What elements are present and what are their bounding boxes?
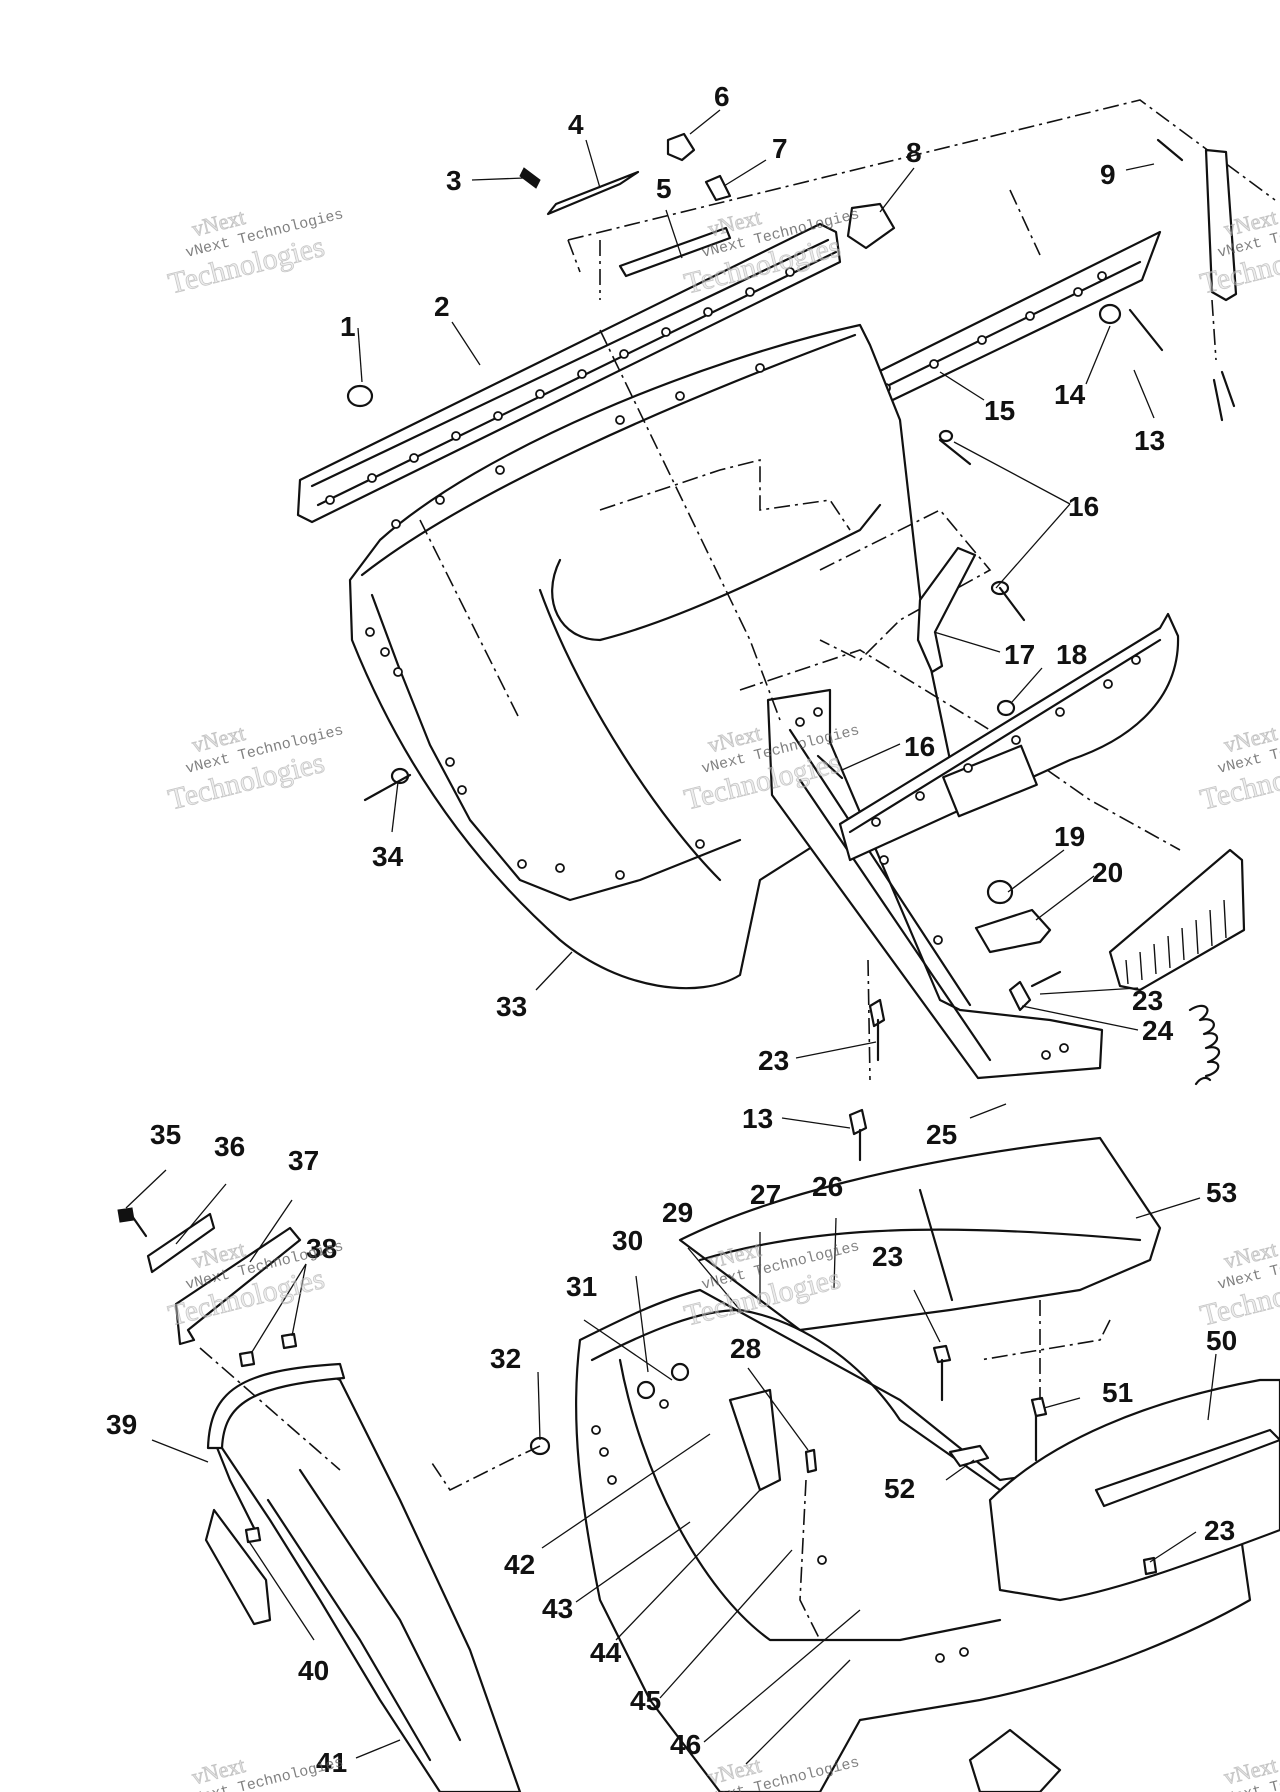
callout-44: 44 xyxy=(590,1637,622,1668)
callout-45: 45 xyxy=(630,1685,661,1716)
callout-52: 52 xyxy=(884,1473,915,1504)
assembly-line-lower-b xyxy=(799,1479,821,1641)
callout-42: 42 xyxy=(504,1549,535,1580)
callout-40: 40 xyxy=(298,1655,329,1686)
upper-assembly xyxy=(296,99,1276,1162)
leader-lines xyxy=(125,109,1217,1765)
part-2-rail xyxy=(296,222,842,524)
callout-29: 29 xyxy=(662,1197,693,1228)
callout-36: 36 xyxy=(214,1131,245,1162)
callouts: 1 2 3 4 5 6 7 8 9 13 14 15 16 16 17 18 1… xyxy=(106,81,1237,1778)
callout-28: 28 xyxy=(730,1333,761,1364)
lower-fasteners xyxy=(117,1207,1158,1576)
assembly-line-mid xyxy=(599,240,781,721)
callout-1: 1 xyxy=(340,311,356,342)
callout-23a: 23 xyxy=(1132,985,1163,1016)
assembly-line-13 xyxy=(867,959,871,1081)
assembly-line-lower-c xyxy=(979,1300,1111,1400)
callout-14: 14 xyxy=(1054,379,1086,410)
callout-39: 39 xyxy=(106,1409,137,1440)
callout-2: 2 xyxy=(434,291,450,322)
assembly-line-lower-a xyxy=(199,1347,541,1492)
inner-outline-a xyxy=(599,458,851,531)
callout-4: 4 xyxy=(568,109,584,140)
footplate xyxy=(968,1728,1062,1792)
assembly-line-9 xyxy=(1211,299,1217,361)
upper-fasteners xyxy=(346,132,1238,1162)
callout-34: 34 xyxy=(372,841,404,872)
part-19-cap xyxy=(986,879,1014,905)
callout-9: 9 xyxy=(1100,159,1116,190)
callout-13b: 13 xyxy=(742,1103,773,1134)
callout-6: 6 xyxy=(714,81,730,112)
callout-16b: 16 xyxy=(904,731,935,762)
part-5-strip xyxy=(618,226,732,278)
callout-30: 30 xyxy=(612,1225,643,1256)
callout-16a: 16 xyxy=(1068,491,1099,522)
callout-32: 32 xyxy=(490,1343,521,1374)
callout-3: 3 xyxy=(446,165,462,196)
callout-37: 37 xyxy=(288,1145,319,1176)
callout-25: 25 xyxy=(926,1119,957,1150)
inner-outline-c xyxy=(739,649,1181,851)
callout-23d: 23 xyxy=(1204,1515,1235,1546)
part-39-bar xyxy=(204,1362,346,1626)
part-37-bracket xyxy=(174,1226,302,1346)
watermark-3: vNext vNext Technologies Technologies xyxy=(1197,204,1280,301)
callout-26: 26 xyxy=(812,1171,843,1202)
callout-17: 17 xyxy=(1004,639,1035,670)
callout-43: 43 xyxy=(542,1593,573,1624)
callout-19: 19 xyxy=(1054,821,1085,852)
callout-38: 38 xyxy=(306,1233,337,1264)
watermark-6: vNext vNext Technologies Technologies xyxy=(1197,720,1280,817)
watermark-9: vNext vNext Technologies Technologies xyxy=(1197,1236,1280,1333)
watermark-12: vNext vNext Technologies xyxy=(1216,1752,1280,1792)
lower-assembly xyxy=(117,1136,1280,1792)
callout-35: 35 xyxy=(150,1119,181,1150)
callout-27: 27 xyxy=(750,1179,781,1210)
part-53-panel xyxy=(678,1136,1162,1332)
callout-33: 33 xyxy=(496,991,527,1022)
callout-53: 53 xyxy=(1206,1177,1237,1208)
callout-51: 51 xyxy=(1102,1377,1133,1408)
callout-7: 7 xyxy=(772,133,788,164)
callout-50: 50 xyxy=(1206,1325,1237,1356)
callout-8: 8 xyxy=(906,137,922,168)
watermark-10: vNext vNext Technologies xyxy=(184,1752,345,1792)
part-50-panel xyxy=(988,1378,1280,1602)
watermark-4: vNext vNext Technologies Technologies xyxy=(165,720,346,817)
callout-20: 20 xyxy=(1092,857,1123,888)
callout-31: 31 xyxy=(566,1271,597,1302)
crossbar xyxy=(838,612,1180,862)
callout-46: 46 xyxy=(670,1729,701,1760)
callout-15: 15 xyxy=(984,395,1015,426)
callout-23c: 23 xyxy=(872,1241,903,1272)
callout-23b: 23 xyxy=(758,1045,789,1076)
part-20-plate xyxy=(974,908,1052,954)
callout-5: 5 xyxy=(656,173,672,204)
callout-18: 18 xyxy=(1056,639,1087,670)
callout-13a: 13 xyxy=(1134,425,1165,456)
spring xyxy=(1188,1004,1221,1086)
assembly-outline-upper xyxy=(567,99,1276,273)
part-17-bracket xyxy=(916,546,977,674)
watermark-1: vNext vNext Technologies Technologies xyxy=(165,204,346,301)
callout-24: 24 xyxy=(1142,1015,1174,1046)
callout-41: 41 xyxy=(316,1747,347,1778)
grille xyxy=(1108,848,1246,992)
